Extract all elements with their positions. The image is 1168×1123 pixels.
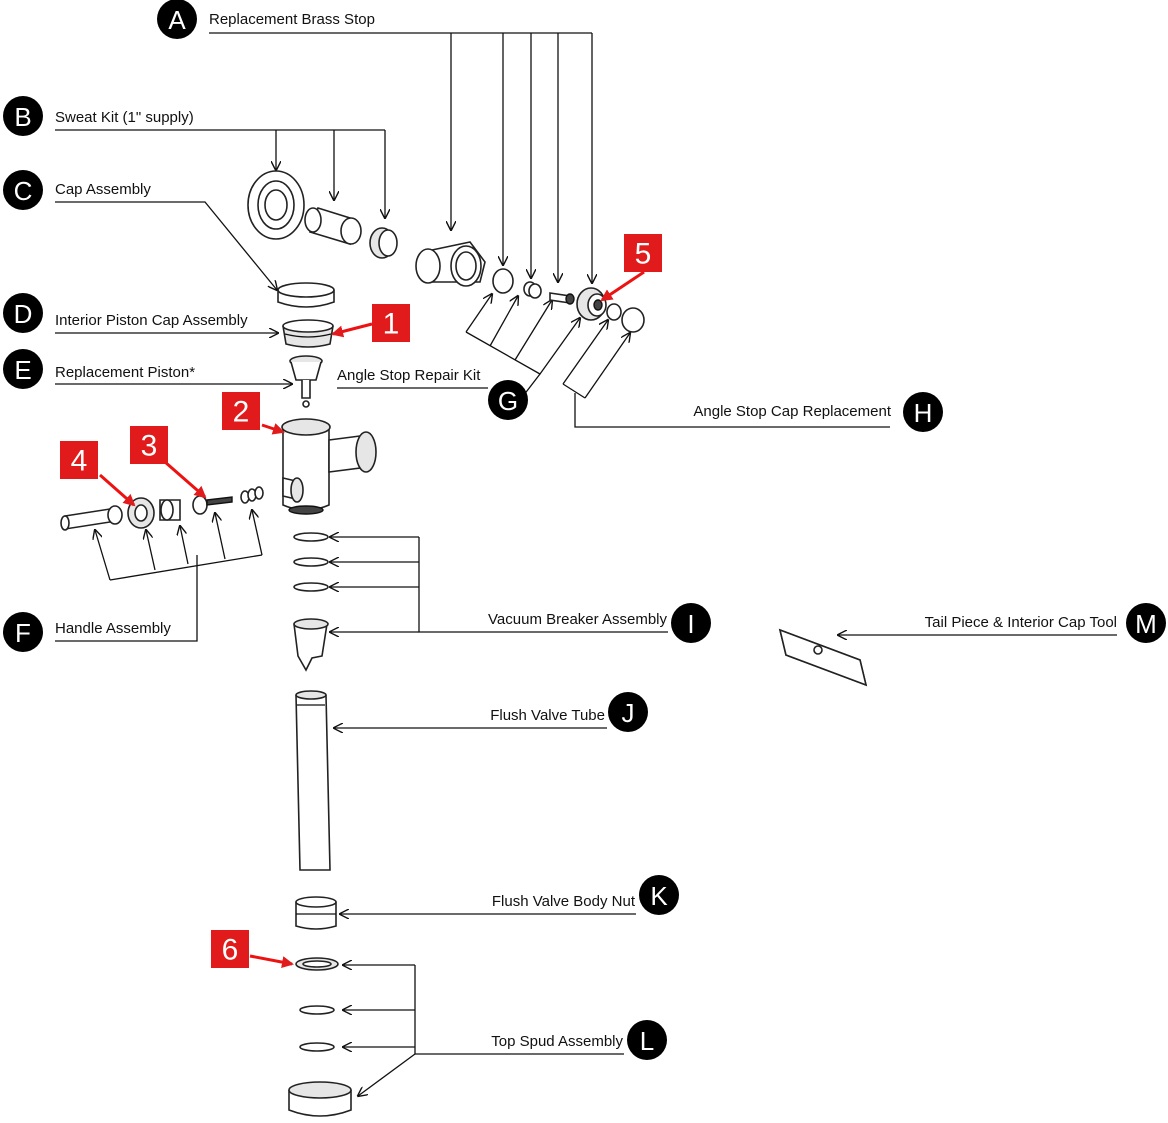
- svg-text:A: A: [168, 5, 186, 35]
- part-handle: [60, 486, 264, 531]
- part-flush-tube: [295, 690, 331, 871]
- svg-text:B: B: [14, 102, 31, 132]
- svg-text:3: 3: [141, 430, 158, 463]
- svg-text:Flush Valve Body Nut: Flush Valve Body Nut: [492, 893, 636, 910]
- callout-E: E Replacement Piston*: [3, 349, 195, 389]
- callout-F: F Handle Assembly: [3, 612, 171, 652]
- callout-L: L Top Spud Assembly: [491, 1020, 667, 1060]
- part-cap-assembly: [277, 282, 335, 308]
- svg-text:Tail Piece & Interior Cap Tool: Tail Piece & Interior Cap Tool: [925, 614, 1117, 631]
- callout-J: J Flush Valve Tube: [490, 692, 648, 732]
- part-brass-stop-body: [415, 241, 486, 287]
- svg-text:G: G: [498, 386, 518, 416]
- callout-M: M Tail Piece & Interior Cap Tool: [925, 603, 1166, 643]
- svg-text:Handle Assembly: Handle Assembly: [55, 620, 171, 637]
- marker-1: 1: [372, 304, 410, 342]
- callout-A: A Replacement Brass Stop: [157, 0, 375, 39]
- svg-text:4: 4: [71, 445, 88, 478]
- svg-text:Vacuum Breaker Assembly: Vacuum Breaker Assembly: [488, 611, 667, 628]
- svg-text:M: M: [1135, 609, 1157, 639]
- part-top-spud: [288, 957, 352, 1117]
- marker-2: 2: [222, 392, 260, 430]
- marker-3: 3: [130, 426, 168, 464]
- part-piston: [289, 355, 323, 408]
- part-interior-piston-cap: [282, 319, 334, 348]
- part-vacuum-breaker: [293, 532, 329, 672]
- svg-text:Replacement Piston*: Replacement Piston*: [55, 364, 195, 381]
- svg-text:L: L: [640, 1026, 654, 1056]
- callout-K: K Flush Valve Body Nut: [492, 875, 679, 915]
- part-cap-tool: [778, 628, 868, 687]
- svg-text:1: 1: [383, 308, 400, 341]
- leader-lines: [55, 32, 1117, 1096]
- svg-text:Flush Valve Tube: Flush Valve Tube: [490, 707, 605, 724]
- part-sweat-flange: [247, 170, 305, 240]
- svg-text:Cap Assembly: Cap Assembly: [55, 181, 151, 198]
- callout-I: I Vacuum Breaker Assembly: [488, 603, 711, 643]
- svg-text:Angle Stop Cap Replacement: Angle Stop Cap Replacement: [693, 403, 891, 420]
- svg-text:I: I: [687, 609, 694, 639]
- part-stop-cap: [621, 307, 645, 333]
- svg-text:Top Spud Assembly: Top Spud Assembly: [491, 1033, 623, 1050]
- marker-6: 6: [211, 930, 249, 968]
- svg-text:C: C: [14, 176, 33, 206]
- part-stop-washer: [606, 303, 622, 321]
- marker-4: 4: [60, 441, 98, 479]
- svg-text:Interior Piston Cap Assembly: Interior Piston Cap Assembly: [55, 312, 248, 329]
- red-markers: 1 2 3 4 5 6: [60, 234, 662, 969]
- svg-text:Sweat Kit (1" supply): Sweat Kit (1" supply): [55, 109, 194, 126]
- callout-C: C Cap Assembly: [3, 170, 151, 210]
- svg-text:F: F: [15, 618, 31, 648]
- part-stop-oring: [523, 281, 542, 299]
- svg-text:D: D: [14, 299, 33, 329]
- callout-D: D Interior Piston Cap Assembly: [3, 293, 248, 333]
- svg-text:Angle Stop Repair Kit: Angle Stop Repair Kit: [337, 367, 481, 384]
- svg-text:5: 5: [635, 238, 652, 271]
- callout-H: H Angle Stop Cap Replacement: [693, 392, 943, 432]
- part-stop-cap-nut: [576, 287, 607, 321]
- svg-text:2: 2: [233, 396, 250, 429]
- svg-text:Replacement Brass Stop: Replacement Brass Stop: [209, 11, 375, 28]
- part-sweat-nut: [369, 227, 398, 259]
- part-body-nut: [295, 896, 337, 930]
- svg-text:J: J: [622, 698, 635, 728]
- callout-G: G Angle Stop Repair Kit: [337, 367, 528, 420]
- callout-B: B Sweat Kit (1" supply): [3, 96, 194, 136]
- svg-text:E: E: [14, 355, 31, 385]
- part-stop-stem: [549, 292, 575, 305]
- svg-text:K: K: [650, 881, 668, 911]
- svg-text:H: H: [914, 398, 933, 428]
- part-valve-body: [281, 418, 377, 515]
- part-stop-cap-disc: [492, 268, 514, 294]
- part-sweat-tube: [304, 207, 362, 246]
- marker-5: 5: [624, 234, 662, 272]
- svg-text:6: 6: [222, 934, 239, 967]
